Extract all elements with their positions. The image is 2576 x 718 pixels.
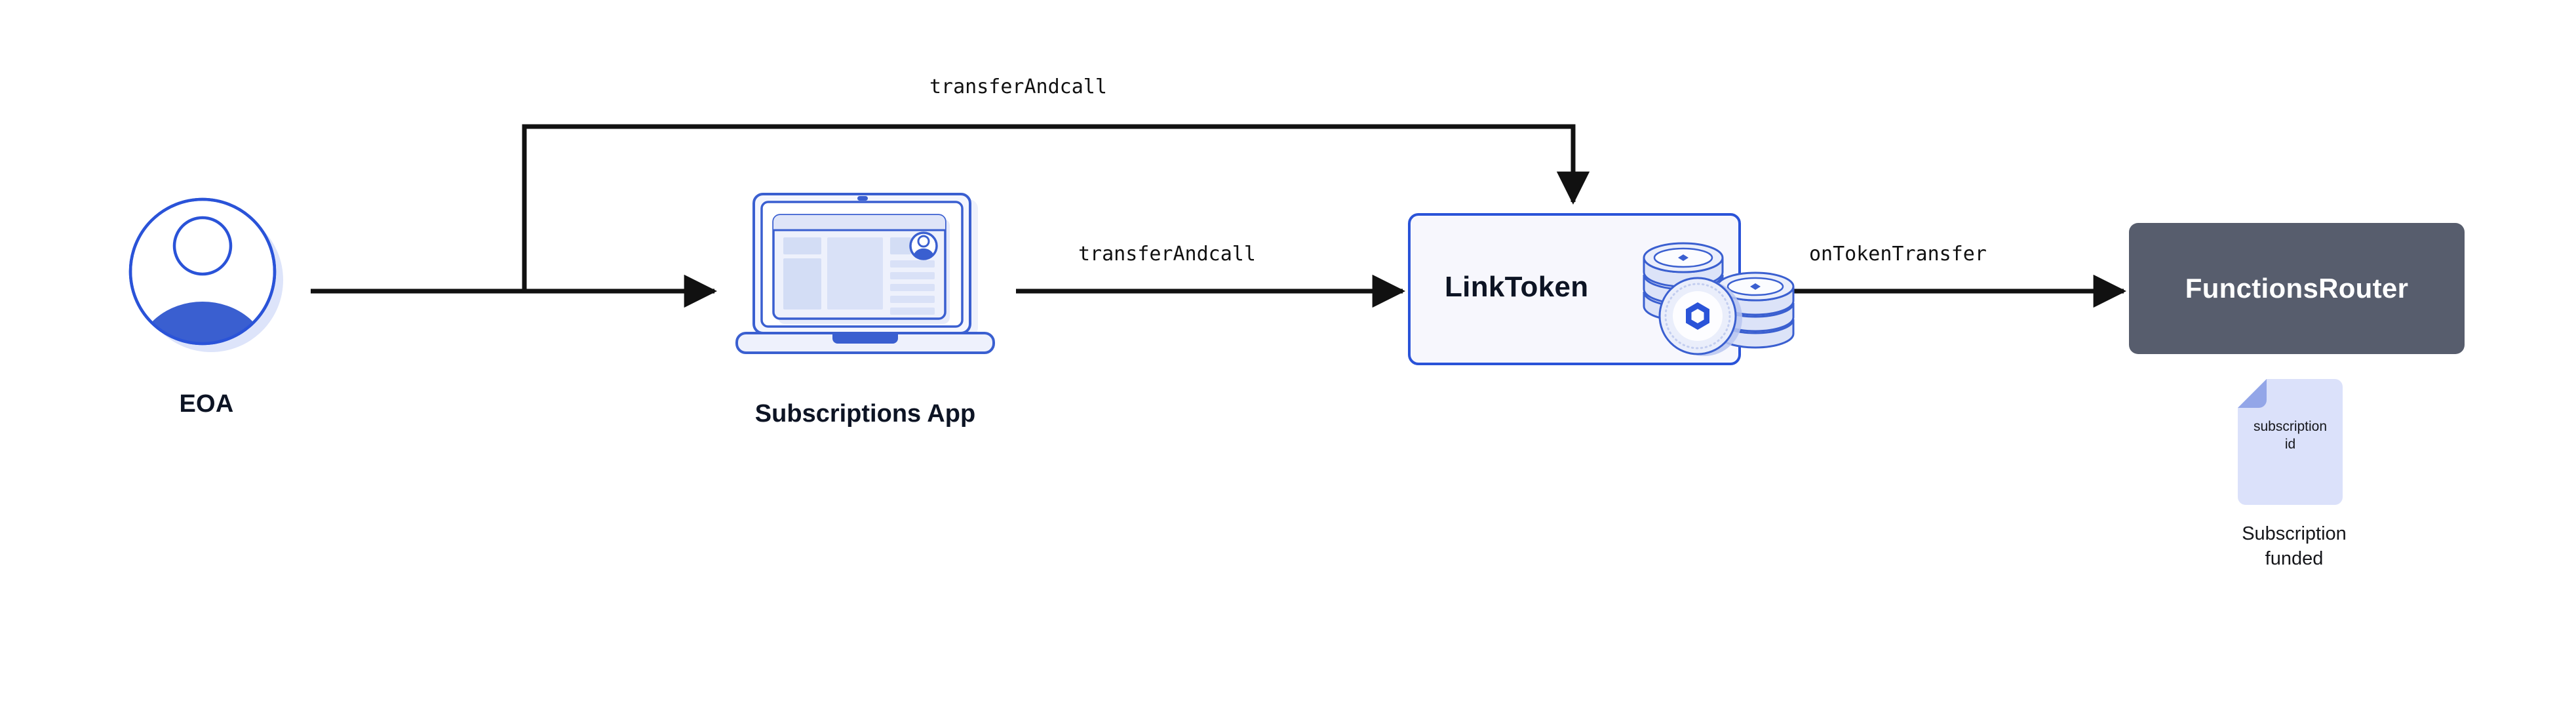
- node-label-subscriptions-app: Subscriptions App: [754, 400, 976, 428]
- edge-label-on-token-transfer: onTokenTransfer: [1809, 243, 1987, 266]
- node-subscription[interactable]: subscription id Subscription funded: [2183, 379, 2406, 641]
- document-text: subscription id: [2253, 419, 2328, 452]
- node-label-link-token: LinkToken: [1445, 271, 1589, 303]
- node-label-functions-router: FunctionsRouter: [2185, 273, 2409, 304]
- node-link-token[interactable]: LinkToken: [1408, 213, 1795, 365]
- node-label-eoa: EOA: [179, 390, 234, 418]
- node-subscriptions-app[interactable]: Subscriptions App: [708, 190, 1023, 459]
- node-eoa[interactable]: EOA: [111, 193, 315, 456]
- link-coin-stack-icon: [1643, 242, 1795, 356]
- document-icon: [2238, 379, 2343, 505]
- edge-label-transfer-and-call-top: transferAndcall: [929, 75, 1107, 98]
- node-functions-router[interactable]: FunctionsRouter: [2129, 223, 2465, 354]
- edge-label-transfer-and-call-mid: transferAndcall: [1078, 243, 1256, 266]
- user-avatar-icon: [128, 197, 283, 352]
- subscription-caption: Subscription funded: [2242, 523, 2347, 569]
- screen-avatar-icon: [909, 231, 938, 260]
- laptop-icon: [735, 193, 995, 354]
